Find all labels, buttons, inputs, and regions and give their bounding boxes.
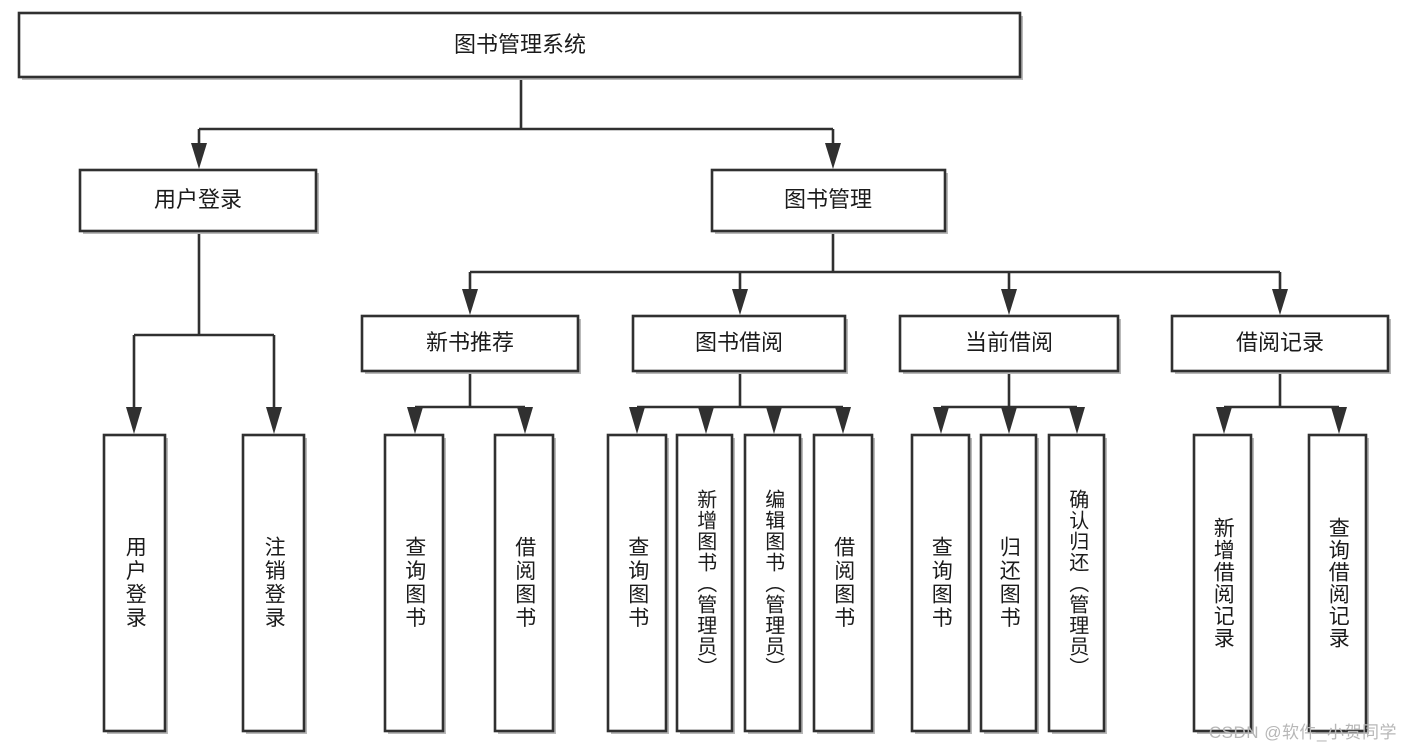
arrow-current-leaf-1 [933, 407, 949, 434]
leaf-box-br-query[interactable] [1307, 433, 1368, 733]
arrow-record-leaf-1 [1216, 407, 1232, 434]
node-new-book-recommend-box [360, 314, 580, 373]
leaf-box-bb-query[interactable] [606, 433, 668, 733]
arrow-borrow-leaf-2 [698, 407, 714, 434]
arrow-record-leaf-2 [1331, 407, 1347, 434]
arrow-borrow-leaf-1 [629, 407, 645, 434]
arrow-bookmgmt-to-borrow [732, 289, 748, 315]
node-borrow-record-box [1170, 314, 1390, 373]
node-root-label: 图书管理系统 [454, 32, 586, 57]
arrow-current-leaf-3 [1069, 407, 1085, 434]
leaf-box-br-add[interactable] [1192, 433, 1253, 733]
arrow-borrow-leaf-3 [766, 407, 782, 434]
node-current-borrow-box [898, 314, 1120, 373]
leaf-box-nb-query[interactable] [383, 433, 445, 733]
node-user-login-label: 用户登录 [154, 187, 242, 212]
node-book-borrow-label: 图书借阅 [695, 330, 783, 355]
node-new-book-recommend[interactable]: 新书推荐 [360, 314, 581, 374]
node-borrow-record-label: 借阅记录 [1236, 330, 1324, 355]
node-borrow-record[interactable]: 借阅记录 [1170, 314, 1391, 374]
leaf-box-user-login[interactable] [102, 433, 167, 733]
node-book-management-box [710, 168, 947, 233]
leaf-box-nb-borrow[interactable] [493, 433, 555, 733]
arrow-newbook-leaf-2 [517, 407, 533, 434]
node-current-borrow-label: 当前借阅 [965, 330, 1053, 355]
leaf-box-layer [102, 433, 1369, 734]
node-book-borrow[interactable]: 图书借阅 [631, 314, 848, 374]
node-book-management-label: 图书管理 [784, 187, 872, 212]
leaf-box-cb-query[interactable] [910, 433, 971, 733]
node-user-login-box [78, 168, 318, 233]
leaf-box-bb-edit[interactable] [743, 433, 802, 733]
leaf-box-bb-add[interactable] [675, 433, 734, 733]
csdn-watermark: CSDN @软件_小贺同学 [1208, 723, 1397, 742]
node-user-login[interactable]: 用户登录 [78, 168, 319, 234]
arrow-root-to-userlogin [191, 143, 207, 169]
arrow-bookmgmt-to-newbook [462, 289, 478, 315]
edge-layer [126, 80, 1347, 434]
node-book-borrow-box [631, 314, 847, 373]
arrow-bookmgmt-to-record [1272, 289, 1288, 315]
node-root[interactable]: 图书管理系统 [17, 11, 1023, 80]
arrow-userlogin-leaf-2 [266, 407, 282, 434]
leaf-box-logout[interactable] [241, 433, 306, 733]
node-book-management[interactable]: 图书管理 [710, 168, 948, 234]
arrow-bookmgmt-to-current [1001, 289, 1017, 315]
node-root-box [17, 11, 1022, 79]
leaf-box-cb-return[interactable] [979, 433, 1038, 733]
arrow-current-leaf-2 [1001, 407, 1017, 434]
arrow-newbook-leaf-1 [407, 407, 423, 434]
leaf-box-cb-confirm[interactable] [1047, 433, 1106, 733]
arrow-borrow-leaf-4 [835, 407, 851, 434]
node-new-book-recommend-label: 新书推荐 [426, 330, 514, 355]
arrow-root-to-bookmgmt [825, 143, 841, 169]
leaf-box-bb-borrow[interactable] [812, 433, 874, 733]
node-current-borrow[interactable]: 当前借阅 [898, 314, 1121, 374]
arrow-userlogin-leaf-1 [126, 407, 142, 434]
